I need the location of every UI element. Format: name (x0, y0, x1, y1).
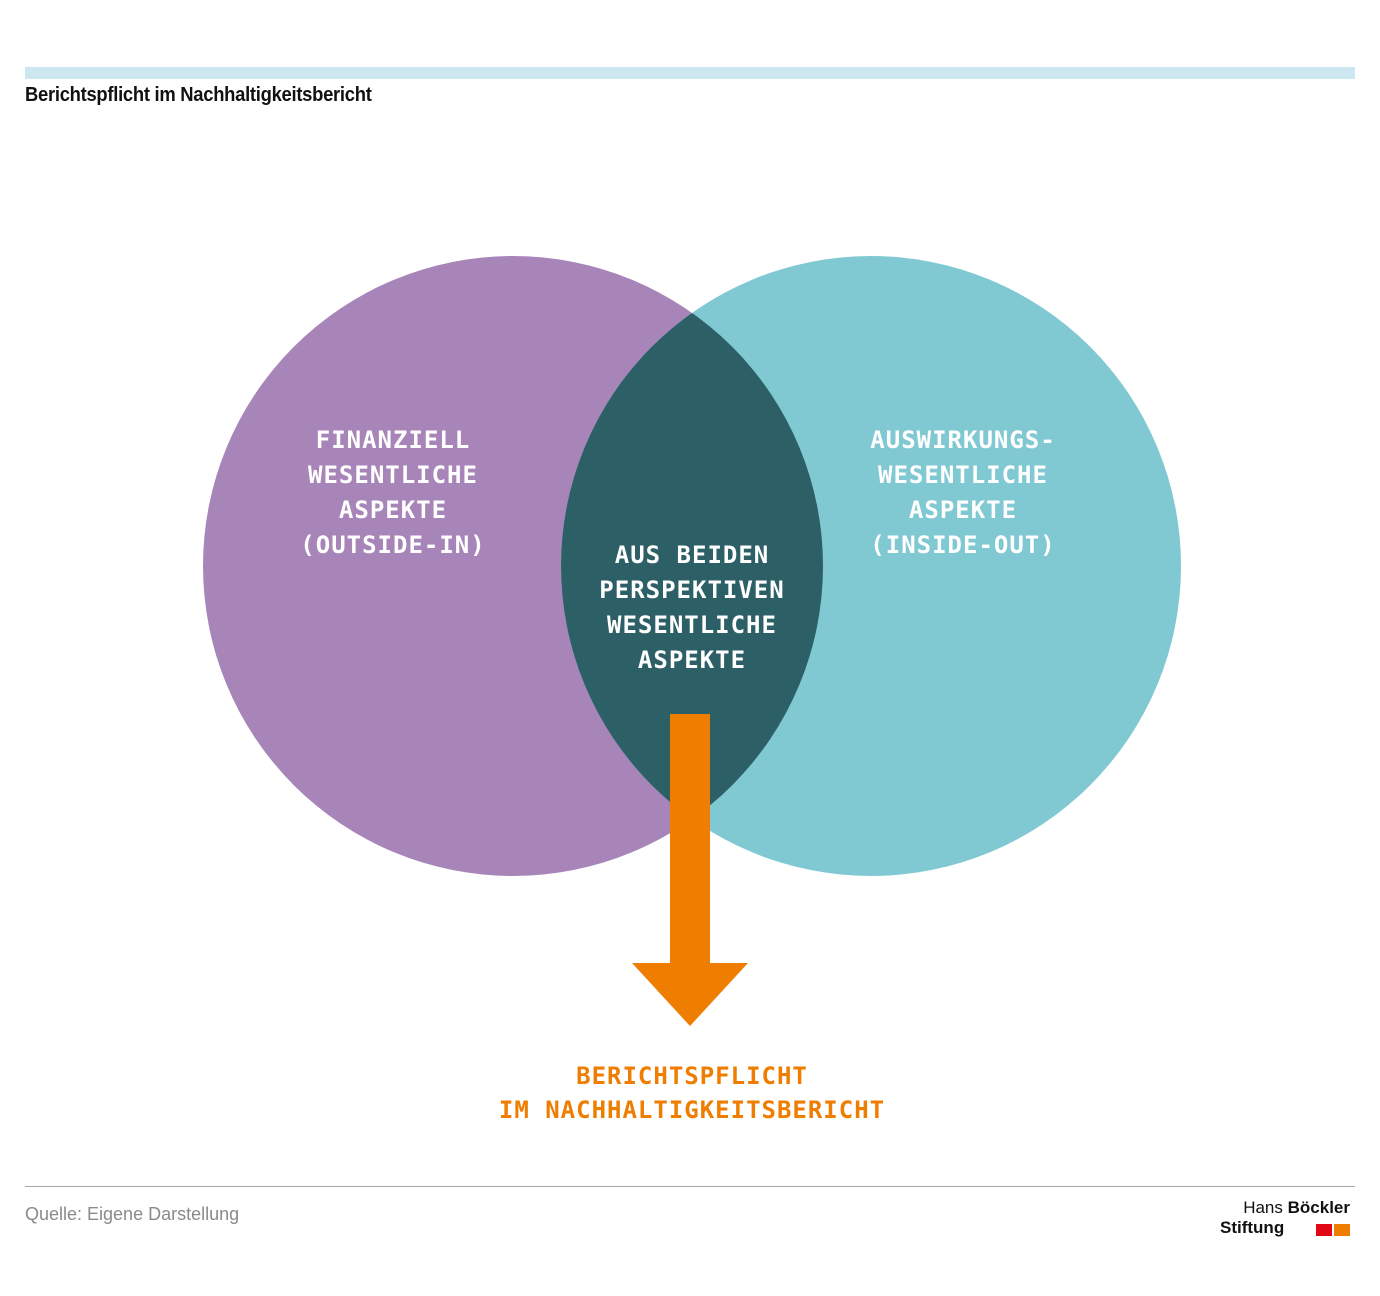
right-circle-label-line-3: ASPEKTE (909, 496, 1017, 524)
overlap-label-line-2: PERSPEKTIVEN (599, 576, 784, 604)
result-label-reporting-obligation: BERICHTSPFLICHT IM NACHHALTIGKEITSBERICHT (499, 1062, 885, 1124)
result-label-line-1: BERICHTSPFLICHT (576, 1062, 808, 1090)
overlap-label-line-1: AUS BEIDEN (615, 541, 770, 569)
result-label-line-2: IM NACHHALTIGKEITSBERICHT (499, 1096, 885, 1124)
left-circle-label: FINANZIELL WESENTLICHE ASPEKTE (OUTSIDE-IN) (300, 426, 485, 559)
logo-line-1: Hans Böckler (1243, 1198, 1350, 1218)
left-circle-label-line-1: FINANZIELL (316, 426, 471, 454)
overlap-label-line-3: WESENTLICHE (607, 611, 777, 639)
hans-boeckler-stiftung-logo: Hans Böckler Stiftung (1210, 1198, 1350, 1242)
page-title: Berichtspflicht im Nachhaltigkeitsberich… (25, 84, 372, 106)
logo-mark-red (1316, 1224, 1332, 1236)
footer-divider (25, 1186, 1355, 1187)
source-note: Quelle: Eigene Darstellung (25, 1204, 240, 1224)
logo-mark-orange (1334, 1224, 1350, 1236)
right-circle-label-line-2: WESENTLICHE (878, 461, 1048, 489)
logo-color-marks (1316, 1224, 1350, 1236)
top-accent-bar (25, 67, 1355, 79)
arrow-down (632, 714, 748, 1026)
overlap-label: AUS BEIDEN PERSPEKTIVEN WESENTLICHE ASPEKTE (599, 541, 784, 674)
right-circle-label-line-1: AUSWIRKUNGS- (870, 426, 1055, 454)
logo-word-hans: Hans (1243, 1198, 1283, 1217)
right-circle-label: AUSWIRKUNGS- WESENTLICHE ASPEKTE (INSIDE-OU… (870, 426, 1055, 559)
logo-word-stiftung: Stiftung (1220, 1218, 1285, 1237)
left-circle-label-line-2: WESENTLICHE (308, 461, 478, 489)
logo-word-boeckler: Böckler (1287, 1198, 1350, 1217)
left-circle-label-line-4: (OUTSIDE-IN) (300, 531, 485, 559)
overlap-label-line-4: ASPEKTE (638, 646, 746, 674)
overlap-double-materiality (561, 256, 823, 876)
left-circle-label-line-3: ASPEKTE (339, 496, 447, 524)
right-circle-label-line-4: (INSIDE-OUT) (870, 531, 1055, 559)
